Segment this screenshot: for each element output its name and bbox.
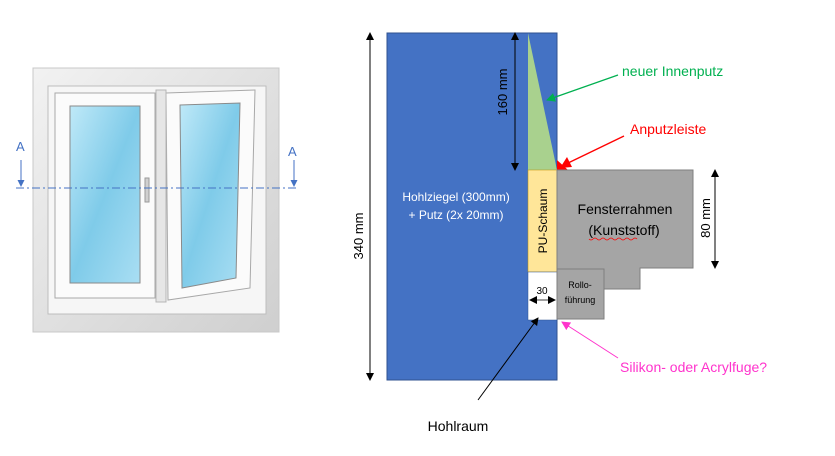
trim-strip-label: Anputzleiste xyxy=(630,121,706,137)
window-mullion xyxy=(155,89,167,303)
section-label-right: A xyxy=(288,144,297,159)
wall-label-line2: + Putz (2x 20mm) xyxy=(408,208,503,222)
shutter-label-line2: führung xyxy=(565,295,596,305)
frame-label-line2: (Kunststoff) xyxy=(588,222,659,238)
joint-label: Silikon- oder Acrylfuge? xyxy=(620,359,767,375)
shutter-guide xyxy=(556,268,605,320)
shutter-label-line1: Rollo- xyxy=(568,280,592,290)
dim-plaster-height: 160 mm xyxy=(495,69,510,116)
window-left-glass xyxy=(69,105,141,284)
new-plaster-label: neuer Innenputz xyxy=(622,63,723,79)
window-illustration: A A xyxy=(16,67,298,333)
dim-frame-height: 80 mm xyxy=(698,198,713,238)
new-plaster xyxy=(528,33,557,170)
spellcheck-underline xyxy=(588,237,638,241)
window-handle xyxy=(144,177,150,203)
new-plaster-arrow xyxy=(546,74,619,102)
joint-arrow xyxy=(561,321,619,359)
dim-total-height: 340 mm xyxy=(351,213,366,260)
frame-label-line1: Fensterrahmen xyxy=(578,201,673,217)
trim-strip-arrow xyxy=(565,135,625,165)
window-right-glass xyxy=(179,102,241,289)
wall-label-line1: Hohlziegel (300mm) xyxy=(402,190,509,204)
pu-foam xyxy=(527,169,558,273)
trim-strip-arrowhead xyxy=(560,157,572,168)
cavity-arrow xyxy=(477,317,539,401)
dim-gap-width: 30 xyxy=(536,286,548,297)
foam-label: PU-Schaum xyxy=(536,189,550,254)
cavity-label: Hohlraum xyxy=(428,418,489,434)
section-label-left: A xyxy=(16,139,25,154)
